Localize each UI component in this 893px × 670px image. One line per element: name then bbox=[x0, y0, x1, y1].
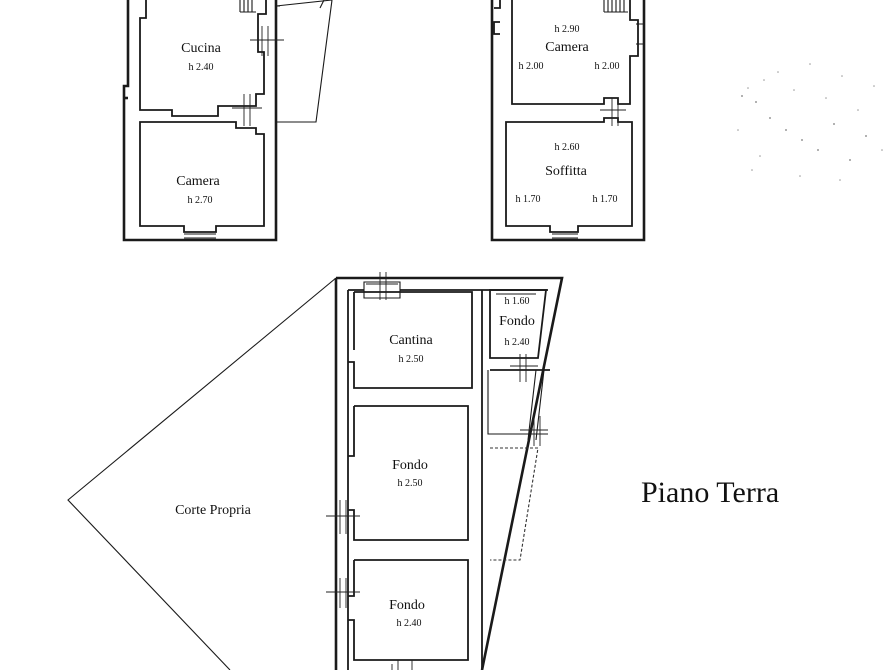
room-height-fondo-bottom: h 2.40 bbox=[397, 618, 422, 629]
room-name-camera-right: Camera bbox=[545, 40, 589, 55]
ground-floor bbox=[67, 272, 564, 670]
room-name-cucina: Cucina bbox=[181, 41, 221, 56]
scan-noise bbox=[737, 63, 883, 181]
room-name-camera-left: Camera bbox=[176, 174, 220, 189]
court-label: Corte Propria bbox=[175, 503, 252, 518]
room-height-soffitta-right: h 1.70 bbox=[593, 194, 618, 205]
room-name-fondo-bottom: Fondo bbox=[389, 598, 425, 613]
upper-floor-left bbox=[122, 0, 333, 242]
room-name-soffitta: Soffitta bbox=[545, 164, 588, 179]
room-name-fondo-middle: Fondo bbox=[392, 458, 428, 473]
room-height-camera-right-center: h 2.90 bbox=[555, 24, 580, 35]
room-height-cantina: h 2.50 bbox=[399, 354, 424, 365]
room-height-fondo-small-bottom: h 2.40 bbox=[505, 337, 530, 348]
room-height-camera-right-right: h 2.00 bbox=[595, 61, 620, 72]
room-height-fondo-small-top: h 1.60 bbox=[505, 296, 530, 307]
room-height-fondo-middle: h 2.50 bbox=[398, 478, 423, 489]
room-height-soffitta-center: h 2.60 bbox=[555, 142, 580, 153]
room-height-cucina: h 2.40 bbox=[189, 62, 214, 73]
room-name-cantina: Cantina bbox=[389, 333, 433, 348]
floor-title: Piano Terra bbox=[641, 476, 779, 509]
room-height-soffitta-left: h 1.70 bbox=[516, 194, 541, 205]
room-height-camera-right-left: h 2.00 bbox=[519, 61, 544, 72]
upper-floor-right bbox=[490, 0, 646, 242]
room-name-fondo-small: Fondo bbox=[499, 314, 535, 329]
room-height-camera-left: h 2.70 bbox=[188, 195, 213, 206]
